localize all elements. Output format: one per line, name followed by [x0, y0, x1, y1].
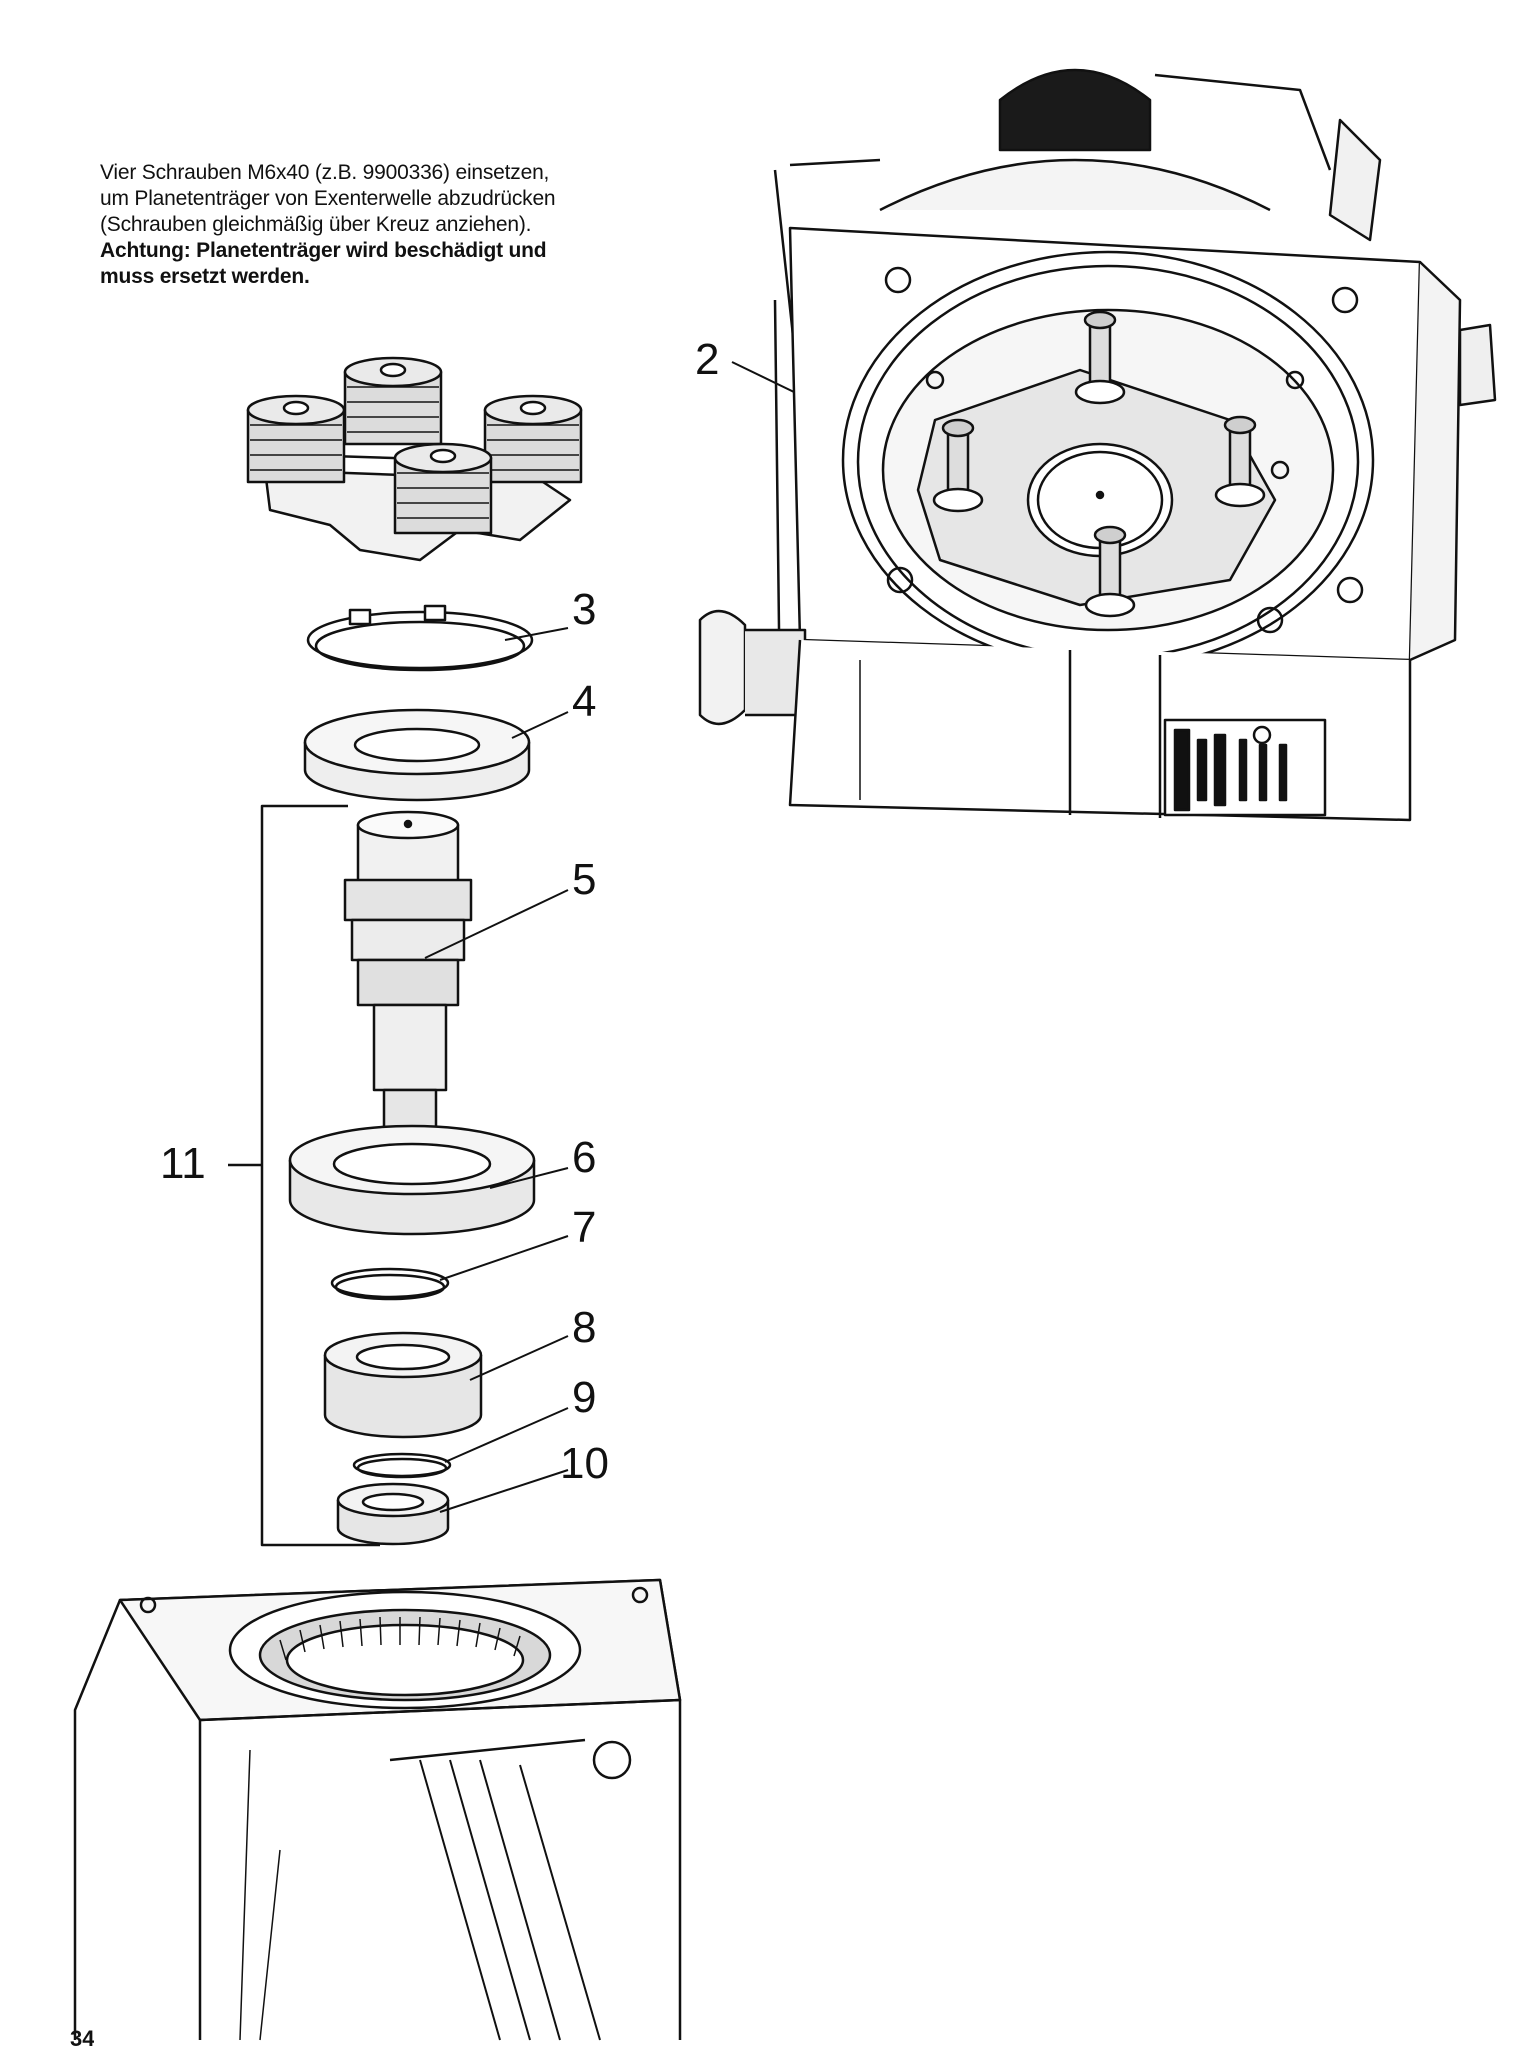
- bolt: [1084, 525, 1136, 618]
- planet-carrier: [246, 356, 583, 562]
- callout-3: 3: [572, 585, 597, 634]
- assembly-bracket: [260, 804, 380, 1547]
- callout-7: 7: [572, 1203, 597, 1252]
- callout-8: 8: [572, 1303, 597, 1352]
- retaining-ring: [306, 604, 534, 672]
- gear-housing: [73, 1578, 682, 2041]
- drive-unit: [698, 68, 1497, 822]
- bolt: [1214, 415, 1266, 508]
- callout-11: 11: [160, 1139, 206, 1188]
- planet-gear: [393, 442, 493, 535]
- callout-4: 4: [572, 677, 597, 726]
- warning-line: muss ersetzt werden.: [100, 265, 310, 288]
- instruction-text: Vier Schrauben M6x40 (z.B. 9900336) eins…: [100, 160, 660, 290]
- callout-2: 2: [695, 335, 720, 384]
- instruction-line: (Schrauben gleichmäßig über Kreuz anzieh…: [100, 213, 532, 236]
- callout-10: 10: [560, 1439, 609, 1488]
- eccentric-shaft: [343, 810, 473, 1165]
- bolt: [1074, 310, 1126, 405]
- seal-ring: [303, 708, 531, 802]
- callout-5: 5: [572, 855, 597, 904]
- page-number: 34: [70, 2030, 95, 2048]
- callout-9: 9: [572, 1373, 597, 1422]
- circlip: [330, 1267, 450, 1301]
- small-bearing: [336, 1482, 450, 1546]
- planet-gear: [343, 356, 443, 446]
- instruction-line: Vier Schrauben M6x40 (z.B. 9900336) eins…: [100, 161, 550, 184]
- planet-gear: [246, 394, 346, 484]
- bolt: [932, 418, 984, 513]
- warning-line: Achtung: Planetenträger wird beschädigt …: [100, 239, 547, 262]
- instruction-line: um Planetenträger von Exenterwelle abzud…: [100, 187, 556, 210]
- callout-6: 6: [572, 1133, 597, 1182]
- needle-bearing: [323, 1331, 483, 1439]
- planet-gear: [483, 394, 583, 484]
- small-circlip: [352, 1452, 452, 1479]
- large-bearing: [288, 1124, 536, 1236]
